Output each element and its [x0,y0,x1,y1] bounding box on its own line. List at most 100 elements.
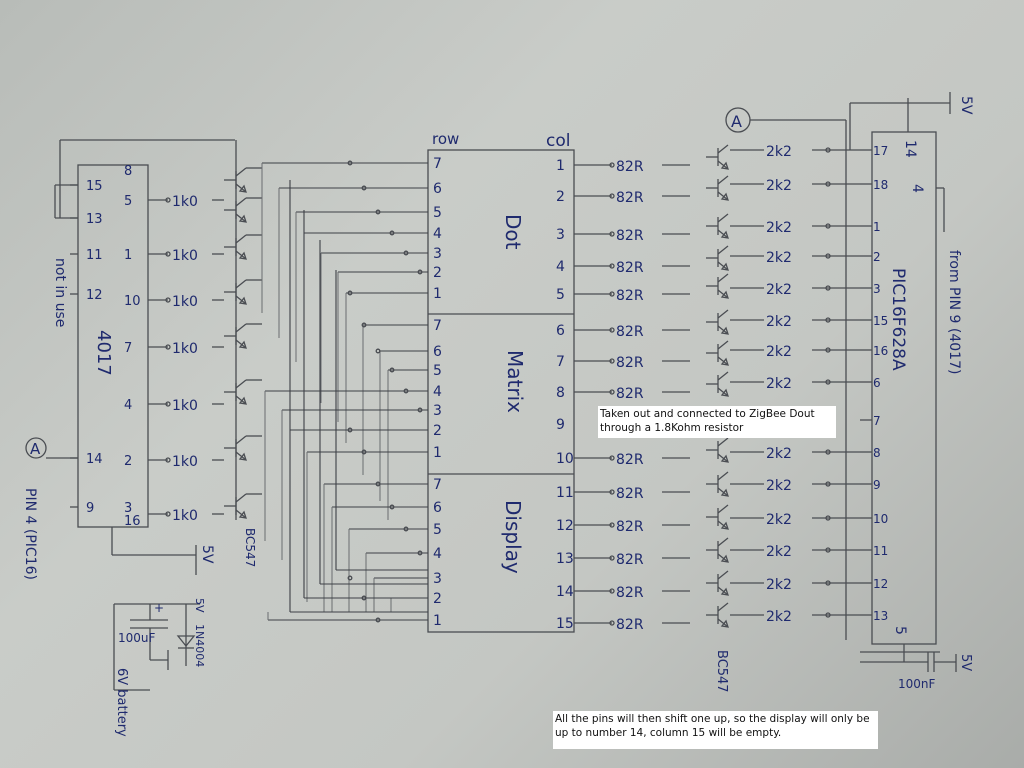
matrix-col-label: 1 [556,158,565,174]
base-resistor-label: 2k2 [766,609,792,625]
col-transistor-4 [706,273,729,299]
row-transistor-1 [224,197,247,223]
pic-left-pin: 9 [873,478,881,492]
base-resistor-label: 2k2 [766,250,792,266]
col-transistor-12 [706,570,729,596]
counter-right-pin: 4 [124,398,132,413]
base-resistor-label: 2k2 [766,282,792,298]
row-transistor-0 [224,167,247,193]
power-supply-section: + 100uF 5V 1N4004 6V battery [113,598,206,737]
col-resistor-label: 82R [616,355,644,371]
col-resistor-label: 82R [616,190,644,206]
col-resistor-label: 82R [616,288,644,304]
col-resistor-label: 82R [616,519,644,535]
capacitor-label: 100uF [118,631,156,645]
matrix-row-label: 7 [433,477,442,493]
col-transistor-0 [706,144,729,170]
base-resistor-label: 2k2 [766,220,792,236]
pic-left-pin: 8 [873,446,881,460]
col-resistor-label: 82R [616,228,644,244]
matrix-col-label: 14 [556,584,574,600]
col-resistor-label: 82R [616,324,644,340]
pic-from-note: from PIN 9 (4017) [946,250,962,374]
base-resistor-label: 2k2 [766,446,792,462]
matrix-col-label: 11 [556,485,574,501]
row-driver-network [224,140,262,520]
row-resistor-label: 1k0 [172,294,198,310]
pic-left-pin: 16 [873,344,888,358]
counter-left-pin: 11 [86,248,103,263]
row-transistor-6 [224,435,247,461]
label-matrix: Matrix [503,350,527,413]
zigbee-note: Taken out and connected to ZigBee Dout t… [598,406,836,438]
pic-top-pin: 14 [902,140,918,158]
col-resistor-label: 82R [616,452,644,468]
col-transistor-5 [706,309,729,335]
col-transistor-10 [706,504,729,530]
pic-transistor-label: BC547 [714,650,729,693]
counter-pin-ref: PIN 4 (PIC16) [22,488,38,580]
matrix-row-label: 1 [433,445,442,461]
matrix-col-label: 9 [556,417,565,433]
counter-left-pin: 9 [86,501,94,516]
matrix-col-label: 2 [556,189,565,205]
diode-supply-label: 5V [193,598,206,613]
col-transistor-7 [706,371,729,397]
pic-left-pin: 15 [873,314,888,328]
pic-left-pin: 6 [873,376,881,390]
matrix-row-label: 3 [433,571,442,587]
counter-right-pin: 1 [124,248,132,263]
base-resistor-label: 2k2 [766,577,792,593]
matrix-col-label: 7 [556,354,565,370]
pic-left-pin: 12 [873,577,888,591]
row-resistor-label: 1k0 [172,398,198,414]
matrix-col-label: 6 [556,323,565,339]
col-resistor-label: 82R [616,486,644,502]
pic-capacitor-label: 100nF [898,677,936,691]
matrix-row-label: 4 [433,226,442,242]
pic-left-pin: 13 [873,609,888,623]
matrix-row-label: 1 [433,613,442,629]
counter-marker-a: A [30,440,41,458]
matrix-row-label: 4 [433,384,442,400]
not-in-use-note: not in use [52,258,68,327]
matrix-row-label: 5 [433,363,442,379]
col-transistor-6 [706,340,729,366]
counter-right-pin: 16 [124,514,141,529]
matrix-row-label: 7 [433,156,442,172]
base-resistor-label: 2k2 [766,478,792,494]
pic-ic-name: PIC16F628A [888,268,908,371]
counter-left-pin: 13 [86,212,103,227]
pic-left-pin: 18 [873,178,888,192]
col-resistor-label: 82R [616,159,644,175]
row-transistor-5 [224,379,247,405]
col-resistor-label: 82R [616,260,644,276]
col-resistor-label: 82R [616,617,644,633]
battery-label: 6V battery [114,668,129,737]
col-transistor-3 [706,245,729,271]
row-bus-wires [261,160,428,623]
base-resistor-label: 2k2 [766,544,792,560]
col-transistor-8 [706,437,729,463]
matrix-row-label: 6 [433,181,442,197]
col-header: col [546,131,570,151]
matrix-row-label: 6 [433,344,442,360]
row-resistor-label: 1k0 [172,194,198,210]
counter-left-pin: 12 [86,288,103,303]
pic-marker-a: A [731,112,742,131]
matrix-row-label: 3 [433,403,442,419]
pic-bottom-supply: 5V [958,654,973,671]
col-transistor-1 [706,175,729,201]
matrix-row-label: 2 [433,591,442,607]
matrix-row-label: 1 [433,286,442,302]
col-resistor-label: 82R [616,386,644,402]
matrix-col-label: 5 [556,287,565,303]
label-dot: Dot [501,214,525,250]
capacitor-plus: + [154,601,164,615]
row-transistor-7 [224,493,247,519]
base-resistor-label: 2k2 [766,344,792,360]
row-transistor-2 [224,234,247,260]
matrix-row-label: 3 [433,246,442,262]
